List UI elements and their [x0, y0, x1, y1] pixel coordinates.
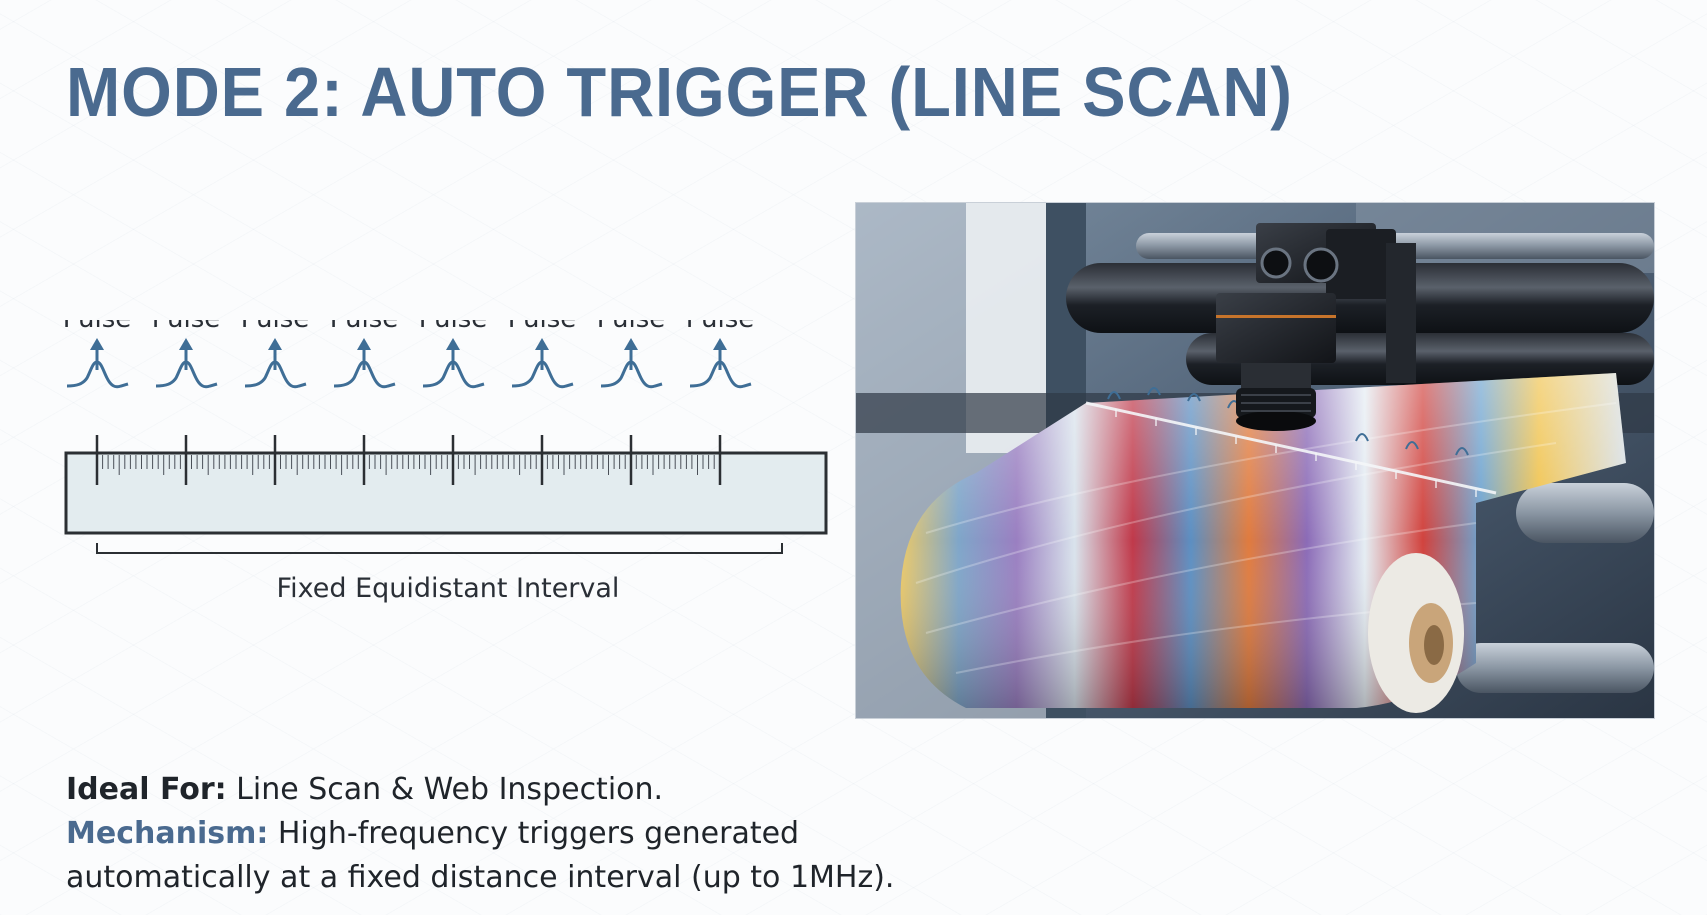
pulse-2: Pulse [152, 320, 220, 389]
interval-label: Fixed Equidistant Interval [277, 573, 620, 604]
web-press-illustration [856, 203, 1654, 718]
arrow-head-icon [357, 338, 371, 350]
pulse-label: Pulse [152, 320, 220, 334]
page-title: MODE 2: AUTO TRIGGER (LINE SCAN) [66, 53, 1293, 131]
pulse-label: Pulse [63, 320, 131, 334]
ideal-for-value: Line Scan & Web Inspection. [226, 772, 664, 807]
arrow-head-icon [713, 338, 727, 350]
ruler [64, 435, 828, 535]
pulse-7: Pulse [597, 320, 665, 389]
arrow-head-icon [535, 338, 549, 350]
arrow-head-icon [179, 338, 193, 350]
trigger-diagram: Pulse Pulse Pulse Pulse Pulse Pulse Pulse Pulse… [63, 320, 828, 604]
pulse-5: Pulse [419, 320, 487, 389]
arrow-head-icon [624, 338, 638, 350]
ideal-for-line: Ideal For: Line Scan & Web Inspection. [66, 768, 966, 812]
pulse-label: Pulse [241, 320, 309, 334]
arrow-head-icon [90, 338, 104, 350]
line-scan-camera-photo [855, 202, 1655, 719]
ruler-body [64, 451, 828, 535]
pulse-1: Pulse [63, 320, 131, 389]
pulse-wave-icon [155, 360, 218, 389]
pulse-label: Pulse [330, 320, 398, 334]
arrow-head-icon [268, 338, 282, 350]
pulse-label: Pulse [686, 320, 754, 334]
pulse-label: Pulse [597, 320, 665, 334]
pulse-wave-icon [600, 360, 663, 389]
mechanism-value: High-frequency triggers generated automa… [66, 816, 895, 895]
pulse-wave-icon [244, 360, 307, 389]
interval-bracket [96, 543, 783, 554]
pulse-label: Pulse [508, 320, 576, 334]
pulse-4: Pulse [330, 320, 398, 389]
info-block: Ideal For: Line Scan & Web Inspection. M… [66, 768, 966, 900]
pulse-wave-icon [422, 360, 485, 389]
mechanism-label: Mechanism: [66, 816, 269, 851]
pulse-8: Pulse [686, 320, 754, 389]
arrow-head-icon [446, 338, 460, 350]
pulse-label: Pulse [419, 320, 487, 334]
pulse-wave-icon [333, 360, 396, 389]
pulse-3: Pulse [241, 320, 309, 389]
pulse-wave-icon [689, 360, 752, 389]
pulse-6: Pulse [508, 320, 576, 389]
pulse-wave-icon [66, 360, 129, 389]
ideal-for-label: Ideal For: [66, 772, 227, 807]
pulse-wave-icon [511, 360, 574, 389]
mechanism-line: Mechanism: High-frequency triggers gener… [66, 812, 966, 900]
